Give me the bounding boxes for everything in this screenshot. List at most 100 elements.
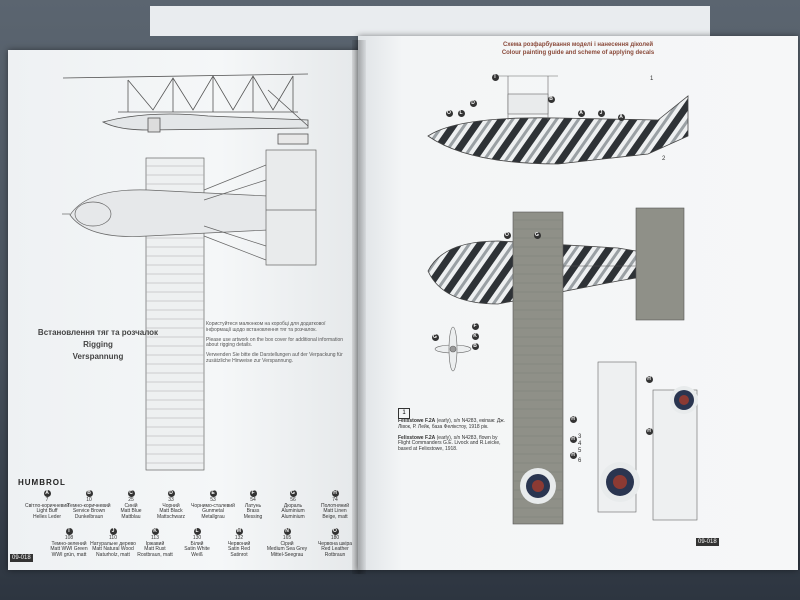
paint-name-de: Mattblau: [121, 513, 141, 520]
paint-letter: B: [85, 490, 93, 497]
paint-number: 25: [128, 497, 134, 503]
paint-name-de: Weiß: [191, 551, 203, 558]
propeller-drawing: [434, 326, 472, 372]
aircraft-caption: Felixstowe F.2A (early), s/n N4283, екіп…: [398, 418, 510, 458]
callout-marker: F: [471, 323, 479, 330]
paint-letter: C: [127, 490, 135, 497]
paint-name-uk: Полотняний: [320, 502, 349, 509]
wing-panels: [597, 361, 698, 521]
paint-name-en: Matt Rust: [144, 546, 166, 552]
paint-letter: G: [289, 490, 297, 497]
paint-letter: J: [109, 528, 117, 535]
decal-number: 1: [650, 76, 654, 82]
decal-number: 2: [662, 156, 666, 162]
paint-letter: O: [331, 528, 339, 535]
paint-swatch: K 113 Іржавий Matt Rust Rostbraun, matt: [132, 528, 178, 558]
paint-swatch: F 54 Латунь Brass Messing: [230, 490, 276, 520]
paint-name-uk: Синій: [124, 502, 138, 509]
paint-swatch: H 74 Полотняний Matt Linen Beige, matt: [312, 490, 358, 520]
paint-name-en: Aluminium: [281, 508, 305, 514]
top-view-drawing: [62, 149, 317, 471]
paint-name-de: Metallgrau: [201, 513, 225, 520]
paint-number: 165: [282, 535, 292, 541]
paint-name-uk: Чорнимо-сталевий: [191, 502, 235, 509]
callout-marker: O: [445, 110, 453, 117]
paint-letter: F: [249, 490, 257, 497]
paint-name-en: Service Brown: [72, 508, 106, 514]
paint-name-uk: Чорний: [162, 502, 180, 509]
paint-swatch: L 130 Білий Satin White Weiß: [174, 528, 220, 558]
paint-swatch: I 108 Темно-зелений Matt WWI Green WWI g…: [46, 528, 92, 558]
callout-marker: L: [457, 110, 465, 117]
paint-name-uk: Світло-коричневий: [25, 502, 69, 509]
paint-swatch: D 33 Чорний Matt Black Mattschwarz: [148, 490, 194, 520]
paint-letter: M: [235, 528, 243, 535]
side-view-drawing: [62, 73, 309, 145]
paint-name-uk: Темно-коричневий: [67, 502, 111, 509]
paint-swatch: C 25 Синій Matt Blue Mattblau: [108, 490, 154, 520]
paint-letter: K: [151, 528, 159, 535]
paint-number: 33: [168, 497, 174, 503]
paint-number: 108: [64, 535, 74, 541]
colour-scheme-drawings: [427, 75, 698, 525]
paint-swatch: A 7 Світло-коричневий Light Buff Helles …: [24, 490, 70, 520]
paint-name-de: Helles Leder: [32, 513, 62, 520]
paint-name-en: Matt WWI Green: [50, 546, 88, 552]
paint-name-uk: Темно-зелений: [51, 540, 87, 547]
humbrol-label: HUMBROL: [18, 478, 66, 487]
right-page: Схема розфарбування моделі і нанесення д…: [358, 36, 798, 570]
paint-number: 56: [290, 497, 296, 503]
callout-marker: O: [503, 232, 511, 239]
paint-name-de: Mittel-Seegrau: [270, 551, 304, 558]
paint-number: 110: [109, 535, 117, 541]
caption-uk: Felixstowe F.2A (early), s/n N4283, екіп…: [398, 418, 505, 430]
paint-name-en: Matt Blue: [120, 508, 142, 514]
paint-name-de: Messing: [243, 513, 263, 520]
colour-guide-title: Схема розфарбування моделі і нанесення д…: [418, 42, 738, 58]
paint-name-de: Mattschwarz: [156, 513, 186, 520]
decal-number: 5: [578, 448, 582, 454]
callout-marker: B: [547, 96, 555, 103]
paint-number: 180: [330, 535, 340, 541]
decal-number: 4: [578, 441, 582, 447]
paint-name-de: Dunkelbraun: [74, 513, 104, 520]
callout-marker: D: [469, 100, 477, 107]
rigging-note-de: Verwenden Sie bitte die Darstellungen au…: [206, 352, 343, 364]
paint-name-uk: Натуральне дерево: [90, 540, 136, 547]
paint-name-en: Satin White: [184, 546, 210, 552]
book-gutter: [352, 40, 366, 574]
paint-name-uk: Дюраль: [283, 502, 303, 509]
side-view-dazzle: [427, 75, 689, 165]
paint-name-en: Satin Red: [228, 546, 250, 552]
paint-swatch: M 132 Червоний Satin Red Satinrot: [216, 528, 262, 558]
paint-name-en: Gunmetal: [202, 508, 224, 514]
paint-number: 53: [210, 497, 216, 503]
callout-marker: H: [645, 376, 653, 383]
callout-marker: A: [577, 110, 585, 117]
paint-name-en: Medium Sea Grey: [266, 546, 308, 552]
paint-swatch: J 110 Натуральне дерево Matt Natural Woo…: [90, 528, 136, 558]
paint-name-de: WWI grün, matt: [51, 551, 87, 558]
paint-name-en: Matt Linen: [323, 508, 347, 514]
paint-name-de: Rostbraun, matt: [137, 551, 173, 558]
paint-name-en: Matt Black: [159, 508, 183, 514]
paint-name-uk: Латунь: [244, 502, 262, 509]
callout-marker: A: [617, 114, 625, 121]
rigging-drawings: [62, 73, 317, 471]
paint-swatch: G 56 Дюраль Aluminium Aluminium: [270, 490, 316, 520]
rigging-note-en: Please use artwork on the box cover for …: [206, 336, 344, 349]
decal-number: 3: [578, 434, 582, 440]
top-view-dazzle: [427, 207, 685, 525]
callout-marker: G: [431, 334, 439, 341]
paint-number: 113: [151, 535, 159, 541]
page-code: 09-018: [696, 538, 719, 546]
paint-letter: I: [65, 528, 73, 535]
paint-name-uk: Іржавий: [145, 540, 165, 547]
paint-number: 132: [234, 535, 244, 541]
rigging-title-de: Verspannung: [72, 352, 124, 362]
paint-name-de: Rotbraun: [324, 551, 346, 558]
paint-name-uk: Сірий: [280, 540, 294, 547]
paint-name-en: Matt Natural Wood: [92, 546, 134, 552]
callout-marker: J: [596, 110, 606, 118]
figure-number: 1: [398, 408, 410, 419]
